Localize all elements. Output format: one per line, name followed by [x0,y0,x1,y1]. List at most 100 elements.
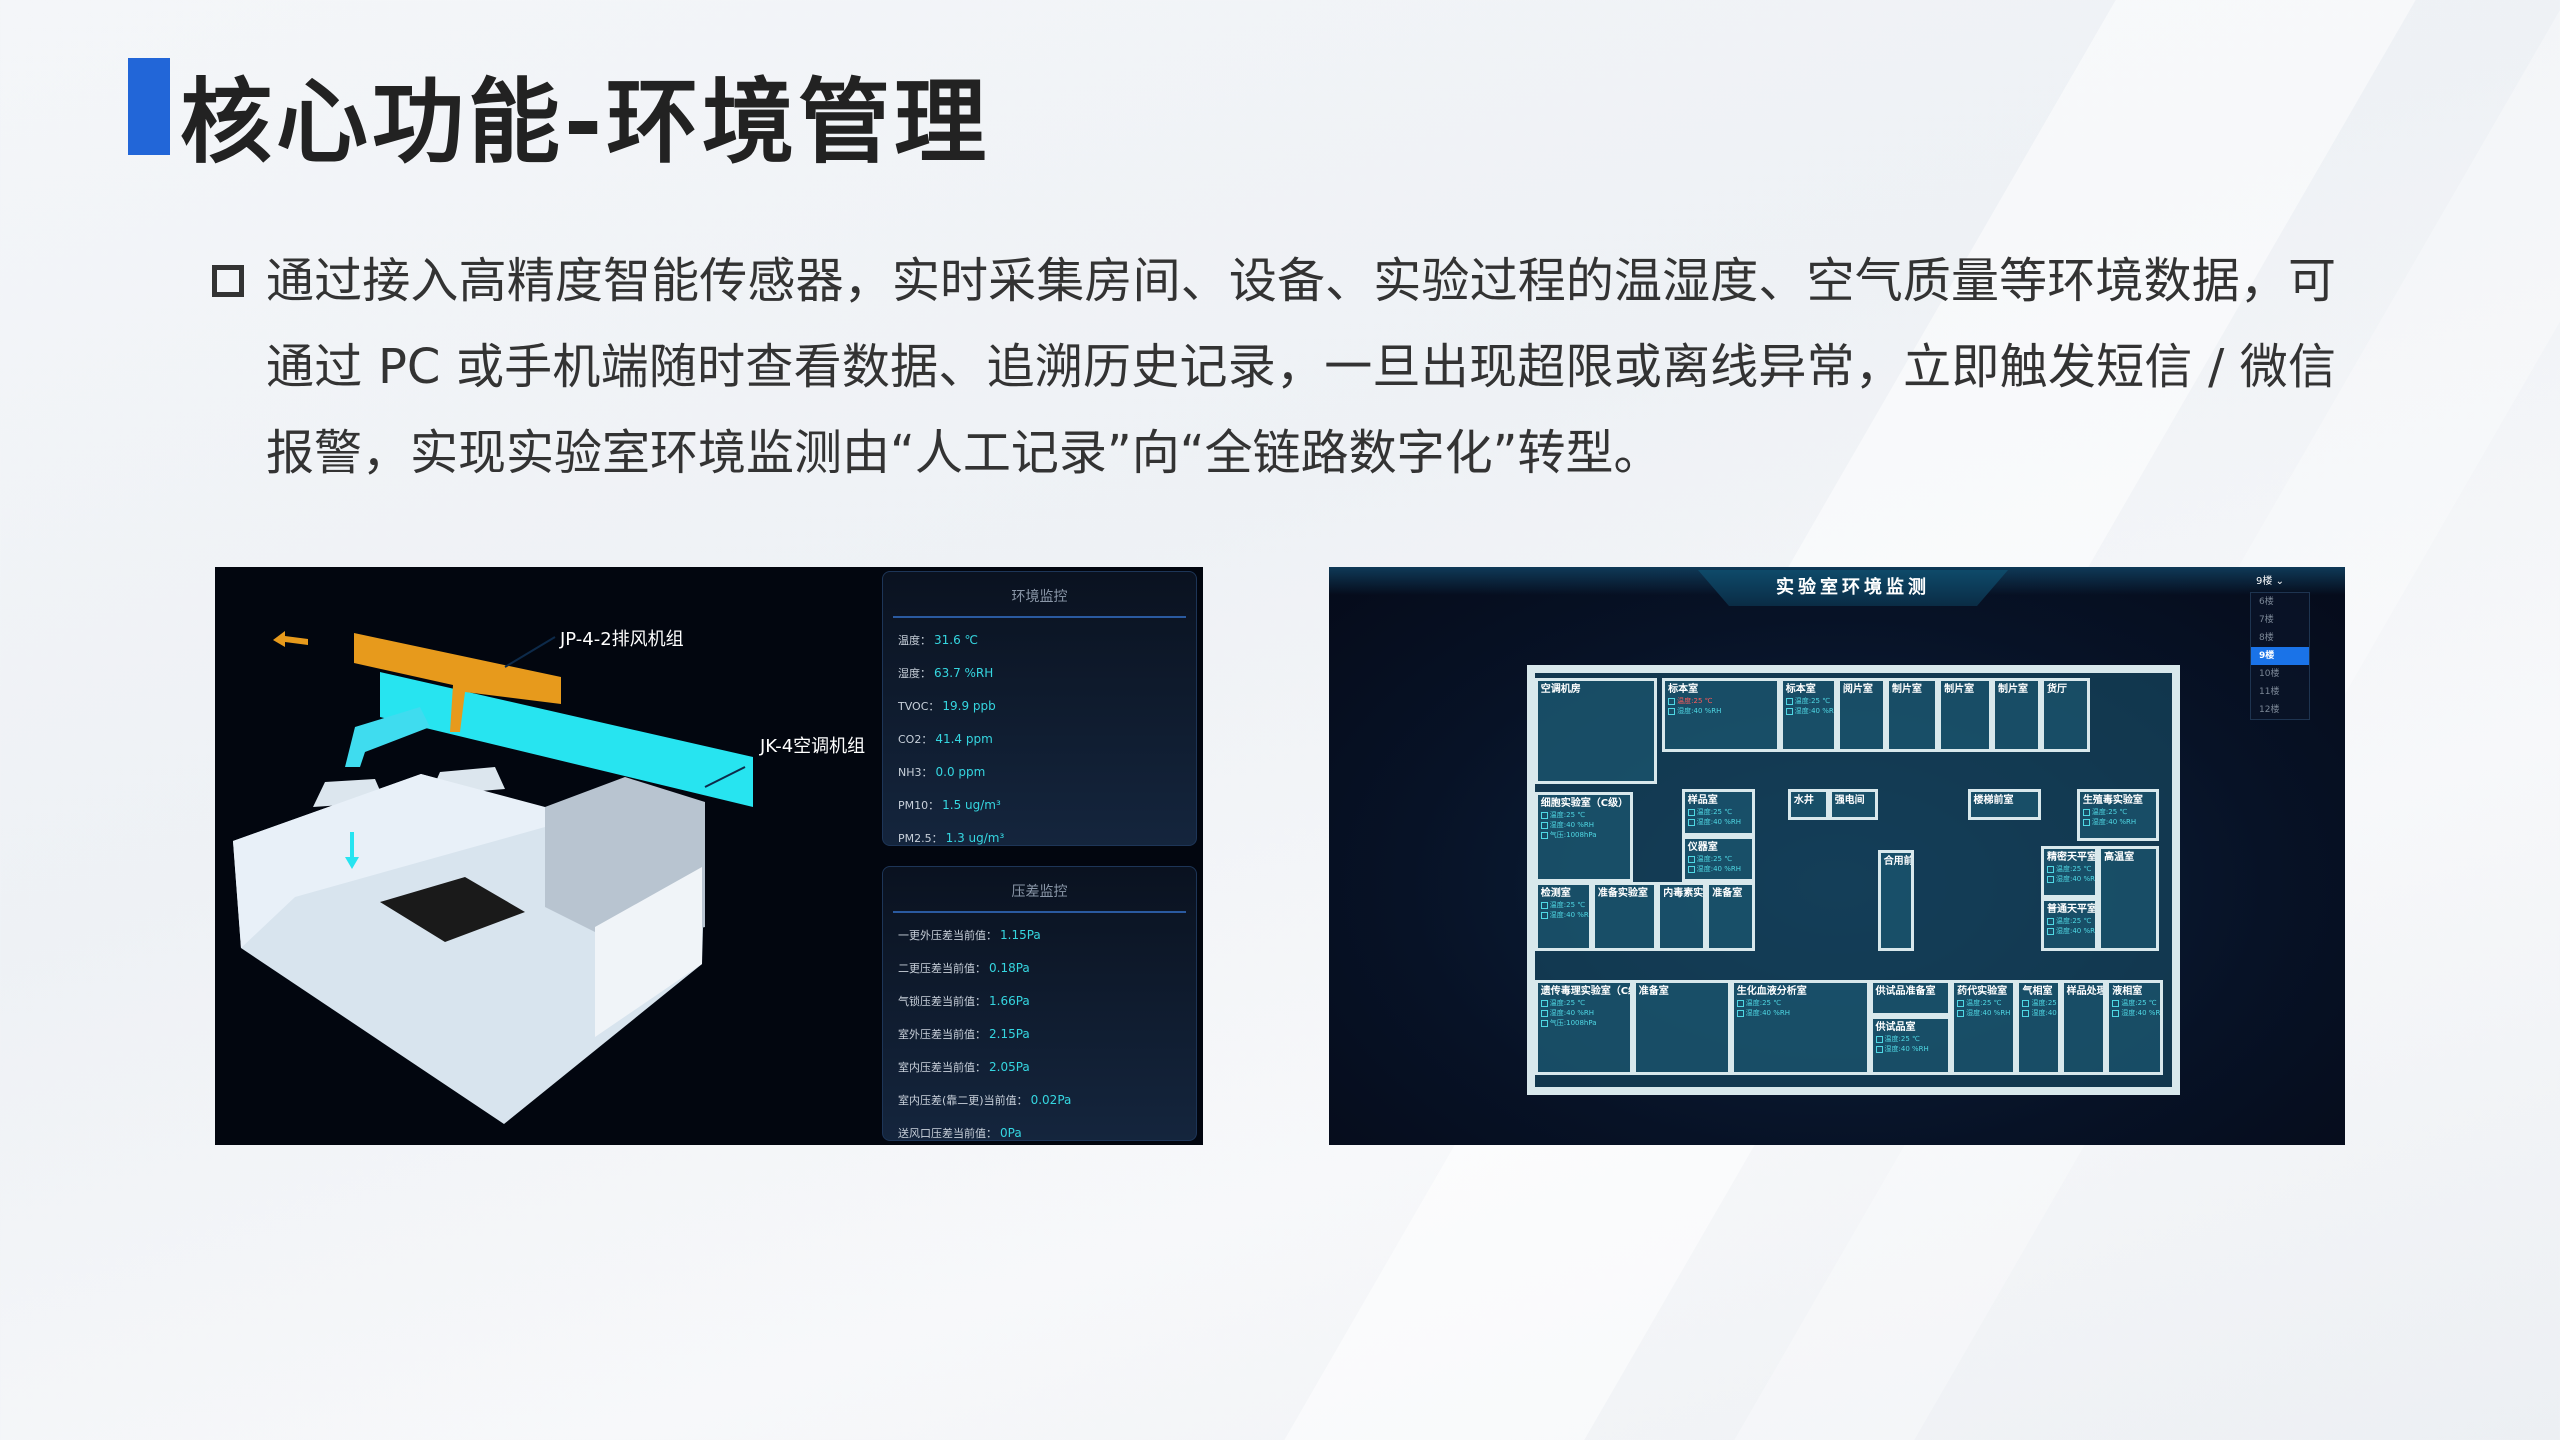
reading-value: 2.15Pa [989,1027,1030,1041]
floor-option[interactable]: 8楼 [2259,633,2274,643]
floor-option[interactable]: 7楼 [2259,615,2274,625]
room[interactable]: 准备室 [1706,882,1756,951]
room-press-reading: 气压:1008hPa [1540,830,1627,840]
reading-label: 温度: [2055,917,2073,926]
supply-duct [380,672,753,807]
reading-value: 40 %RH [2137,1009,2164,1018]
room-hum-reading: 湿度:40 %RH [2082,817,2153,827]
room[interactable]: 内毒素实验室 [1657,882,1707,951]
floor-dropdown-list: 6楼 7楼 8楼 9楼 10楼 11楼 12楼 [2250,592,2310,720]
room-name: 细胞实验室（C级） [1540,798,1629,810]
reading-label: 湿度: [1745,1009,1763,1018]
temp-sensor-icon [2046,917,2054,925]
room[interactable]: 空调机房 [1534,678,1658,785]
reading-value: 1.15Pa [1000,928,1041,942]
room-name: 供试品室 [1875,1022,1916,1034]
reading-label: 气压: [1549,831,1567,840]
floor-selector-current[interactable]: 9楼 ⌄ [2250,569,2310,590]
room[interactable]: 阅片室 [1836,678,1886,752]
temp-sensor-icon [1668,697,1676,705]
reading-row: 室内压差当前值：2.05Pa [898,1059,1196,1075]
room[interactable]: 楼梯前室 [1967,789,2041,821]
reading-label: 湿度: [2031,1009,2048,1018]
reading-value: 1.5 ug/m³ [942,798,1001,812]
room[interactable]: 合用前室 [1877,849,1914,951]
hum-sensor-icon [2046,875,2054,883]
room[interactable]: 供试品准备室 [1869,980,1952,1017]
reading-label: 湿度: [2091,818,2109,827]
selected-floor: 9楼 [2256,576,2273,587]
reading-value: 25 ℃ [1566,901,1586,910]
room-hum-reading: 湿度:40 %RH [1668,706,1774,716]
room[interactable]: 高温室 [2098,846,2159,951]
room[interactable]: 样品处理室 [2060,980,2107,1075]
room[interactable]: 准备室 [1632,980,1731,1075]
room-name: 标本室 [1668,684,1699,696]
floor-option[interactable]: 10楼 [2259,669,2280,679]
room-hum-reading: 湿度:40 %RH [1540,820,1627,830]
temp-sensor-icon [2112,999,2120,1007]
reading-label: 湿度: [2121,1009,2138,1018]
reading-value: 2.05Pa [989,1060,1030,1074]
room[interactable]: 强电间 [1828,789,1878,821]
reading-row: PM2.5：1.3 ug/m³ [898,830,1196,846]
hvac-3d-scene [233,631,753,1124]
room[interactable]: 制片室 [1991,678,2041,752]
env-panel-title: 环境监控 [1011,589,1068,605]
floor-option[interactable]: 12楼 [2259,705,2280,715]
reading-label: 温度: [1696,855,1714,864]
room-temp-reading: 温度:25 ℃ [2082,807,2153,817]
room-name: 货厅 [2046,684,2067,696]
temp-sensor-icon [1540,811,1548,819]
reading-value: 25 ℃ [1713,808,1733,817]
room-name: 制片室 [1891,684,1922,696]
reading-label: 温度: [1549,999,1567,1008]
floor-option[interactable]: 9楼 [2251,647,2309,665]
hum-sensor-icon [2046,927,2054,935]
room-name: 强电间 [1834,795,1865,807]
reading-value: 25 ℃ [1566,999,1586,1008]
temp-sensor-icon [1540,999,1548,1007]
reading-label: 室外压差当前值： [898,1028,986,1041]
reading-value: 19.9 ppb [942,699,996,713]
room[interactable]: 准备实验室 [1591,882,1658,951]
reading-value: 31.6 ℃ [934,633,979,647]
reading-label: 温度: [2031,999,2048,1008]
room[interactable]: 制片室 [1885,678,1939,752]
reading-label: 温度： [898,634,931,647]
reading-label: 室内压差当前值： [898,1061,986,1074]
reading-value: 0.02Pa [1030,1093,1072,1107]
floor-selector[interactable]: 9楼 ⌄ 6楼 7楼 8楼 9楼 10楼 11楼 12楼 [2250,569,2310,720]
reading-value: 25 ℃ [2108,808,2128,817]
room[interactable]: 水井 [1787,789,1829,821]
reading-value: 40 %RH [1900,1045,1929,1054]
room-right-wall [595,867,702,1037]
reading-value: 25 ℃ [1566,811,1586,820]
floor-option[interactable]: 6楼 [2259,597,2274,607]
title-accent-bar [128,58,170,155]
reading-value: 1008hPa [1566,1019,1597,1028]
floor-option[interactable]: 11楼 [2259,687,2280,697]
hum-sensor-icon [1540,1009,1548,1017]
reading-row: CO2：41.4 ppm [898,731,1196,747]
room[interactable]: 制片室 [1938,678,1992,752]
room[interactable]: 货厅 [2040,678,2090,752]
room-temp-reading: 温度:25 ℃ [1785,696,1831,706]
room-hum-reading: 湿度:40 %RH [1540,910,1589,920]
